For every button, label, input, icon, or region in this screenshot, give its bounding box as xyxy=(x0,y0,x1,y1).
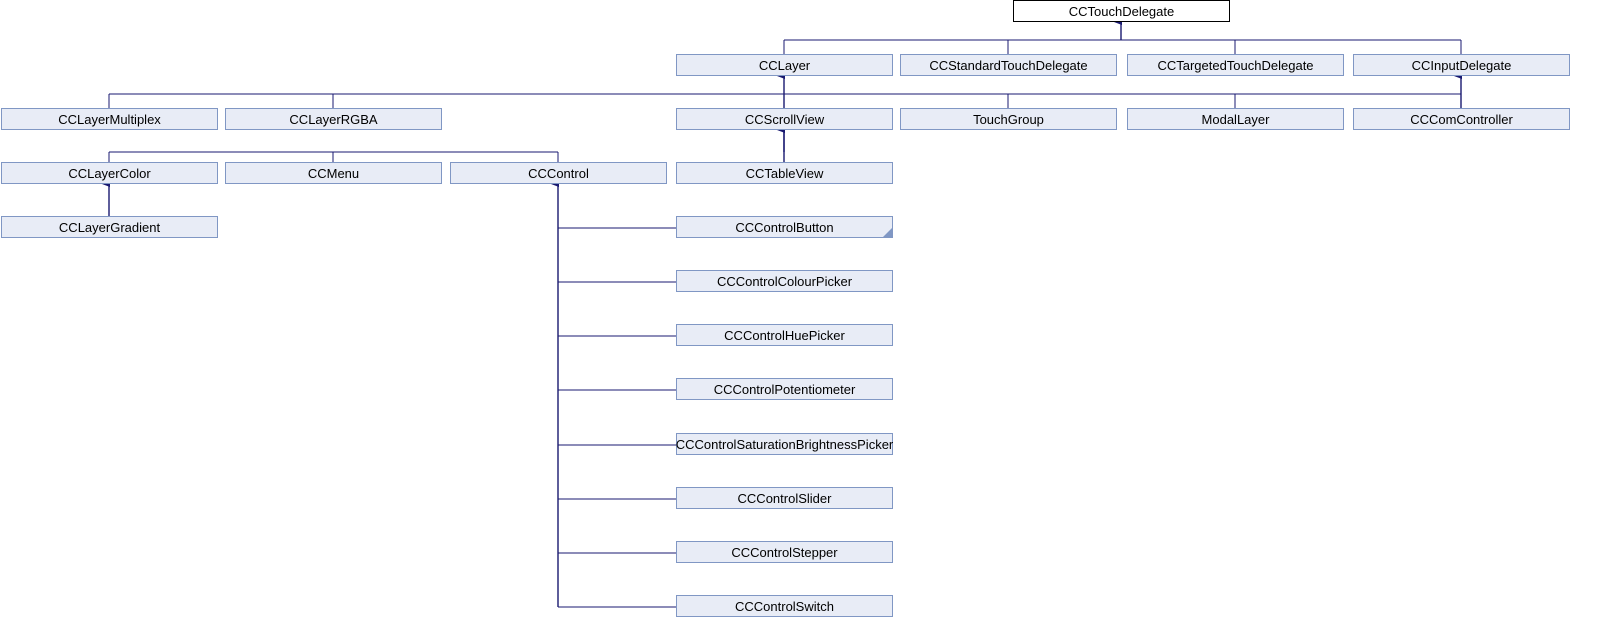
class-node-modallayer[interactable]: ModalLayer xyxy=(1127,108,1344,130)
class-node-label: CCLayerRGBA xyxy=(289,111,378,127)
class-node-ccstandardtouchdelegate[interactable]: CCStandardTouchDelegate xyxy=(900,54,1117,76)
node-fold-corner-icon xyxy=(883,228,892,237)
class-node-label: CCTouchDelegate xyxy=(1068,3,1175,19)
class-node-touchgroup[interactable]: TouchGroup xyxy=(900,108,1117,130)
class-node-cclayercolor[interactable]: CCLayerColor xyxy=(1,162,218,184)
class-node-label: CCMenu xyxy=(307,165,360,181)
class-node-cccomcontroller[interactable]: CCComController xyxy=(1353,108,1570,130)
class-node-cccontrolslider[interactable]: CCControlSlider xyxy=(676,487,893,509)
class-node-label: CCControlColourPicker xyxy=(716,273,853,289)
class-node-cctableview[interactable]: CCTableView xyxy=(676,162,893,184)
class-node-label: CCComController xyxy=(1410,111,1513,127)
class-node-cclayergradient[interactable]: CCLayerGradient xyxy=(1,216,218,238)
class-node-label: CCTargetedTouchDelegate xyxy=(1157,57,1314,73)
class-node-cccontrolswitch[interactable]: CCControlSwitch xyxy=(676,595,893,617)
class-node-label: CCLayer xyxy=(758,57,811,73)
class-node-label: CCTableView xyxy=(745,165,824,181)
class-node-label: CCControlButton xyxy=(735,219,834,235)
class-node-label: CCStandardTouchDelegate xyxy=(929,57,1088,73)
class-node-cccontrolcolourpicker[interactable]: CCControlColourPicker xyxy=(676,270,893,292)
class-node-cclayermultiplex[interactable]: CCLayerMultiplex xyxy=(1,108,218,130)
class-node-cccontrolsaturationbrightnesspicker[interactable]: CCControlSaturationBrightnessPicker xyxy=(676,433,893,455)
class-node-label: CCControlHuePicker xyxy=(724,327,845,343)
class-node-label: CCInputDelegate xyxy=(1411,57,1512,73)
class-node-label: CCControlSaturationBrightnessPicker xyxy=(675,436,894,452)
class-node-cclayerrgba[interactable]: CCLayerRGBA xyxy=(225,108,442,130)
class-node-cctargetedtouchdelegate[interactable]: CCTargetedTouchDelegate xyxy=(1127,54,1344,76)
class-node-cccontrolhuepicker[interactable]: CCControlHuePicker xyxy=(676,324,893,346)
class-node-label: CCControlSwitch xyxy=(735,598,834,614)
class-node-cccontrolpotentiometer[interactable]: CCControlPotentiometer xyxy=(676,378,893,400)
class-node-label: CCControlPotentiometer xyxy=(713,381,856,397)
class-node-cclayer[interactable]: CCLayer xyxy=(676,54,893,76)
class-node-cctouchdelegate[interactable]: CCTouchDelegate xyxy=(1013,0,1230,22)
class-node-label: TouchGroup xyxy=(973,111,1044,127)
class-node-label: CCControl xyxy=(528,165,589,181)
class-node-label: ModalLayer xyxy=(1201,111,1270,127)
class-node-ccinputdelegate[interactable]: CCInputDelegate xyxy=(1353,54,1570,76)
class-node-cccontrolbutton[interactable]: CCControlButton xyxy=(676,216,893,238)
class-node-cccontrolstepper[interactable]: CCControlStepper xyxy=(676,541,893,563)
class-node-cccontrol[interactable]: CCControl xyxy=(450,162,667,184)
class-node-ccscrollview[interactable]: CCScrollView xyxy=(676,108,893,130)
class-node-ccmenu[interactable]: CCMenu xyxy=(225,162,442,184)
class-node-label: CCLayerMultiplex xyxy=(58,111,161,127)
class-node-label: CCLayerGradient xyxy=(58,219,161,235)
class-node-label: CCLayerColor xyxy=(68,165,151,181)
class-node-label: CCControlStepper xyxy=(731,544,838,560)
class-node-label: CCControlSlider xyxy=(737,490,832,506)
class-node-label: CCScrollView xyxy=(744,111,825,127)
